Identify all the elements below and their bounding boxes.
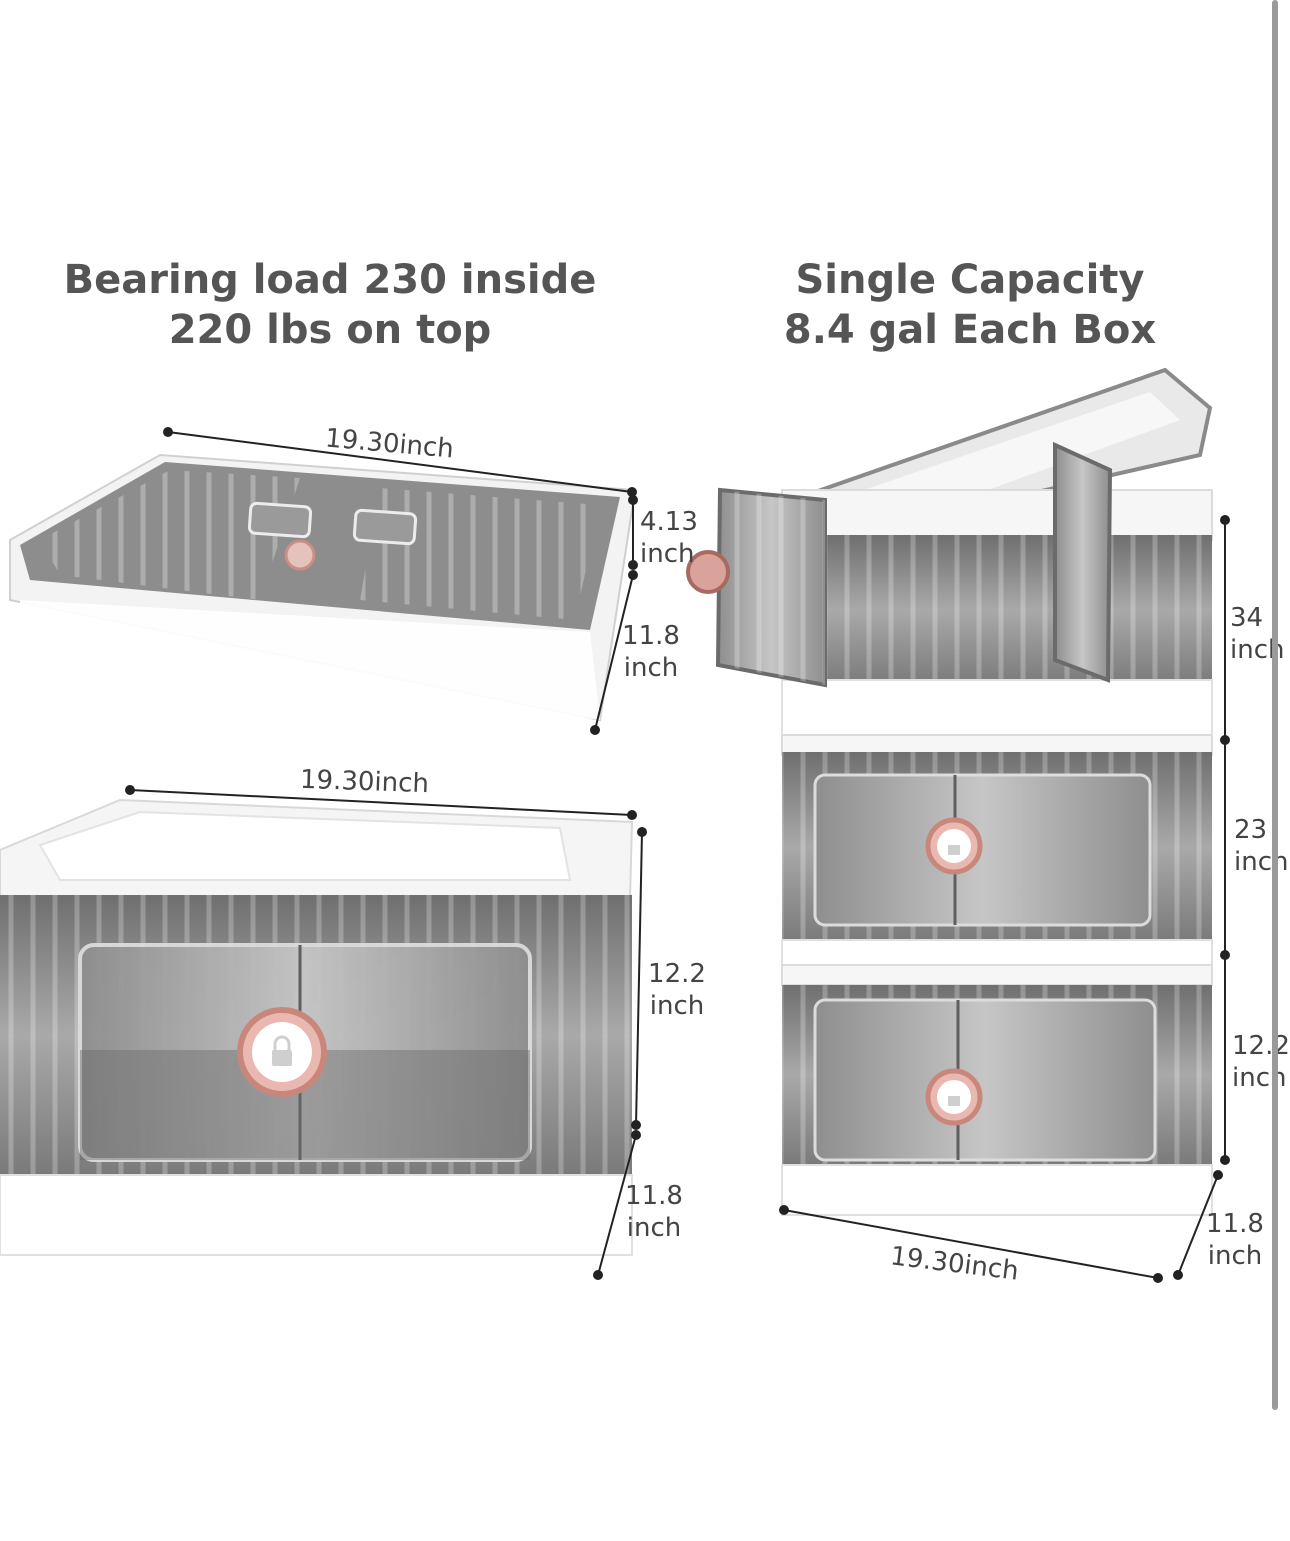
folded-height-label: 4.13 inch: [640, 506, 698, 570]
folded-box: [9, 453, 637, 722]
load-headline-line2: 220 lbs on top: [168, 307, 492, 353]
stacked-boxes: [686, 367, 1213, 1216]
single-dimension-lines: [125, 785, 647, 1280]
folded-depth-unit: inch: [623, 653, 679, 683]
vertical-scrollbar[interactable]: [1272, 0, 1278, 1410]
stack-one-label: 12.2 inch: [1232, 1030, 1290, 1094]
folded-dimension-lines: [163, 427, 638, 735]
lock-icon: [925, 1068, 983, 1126]
capacity-headline-line2: 8.4 gal Each Box: [783, 307, 1157, 353]
stack-two-label: 23 inch: [1234, 814, 1289, 878]
box-depth-value: 11.8: [625, 1181, 683, 1211]
stack-dimension-lines: [779, 515, 1230, 1283]
load-headline-line1: Bearing load 230 inside: [63, 257, 597, 303]
stack-total-value: 34: [1230, 603, 1264, 633]
folded-depth-label: 11.8 inch: [622, 620, 680, 684]
stack-two-unit: inch: [1234, 847, 1289, 877]
box-height-label: 12.2 inch: [648, 958, 706, 1022]
stack-depth-label: 11.8 inch: [1206, 1208, 1264, 1272]
folded-height-unit: inch: [640, 539, 695, 569]
stack-total-label: 34 inch: [1230, 602, 1285, 666]
capacity-headline-line1: Single Capacity: [795, 257, 1145, 303]
box-depth-unit: inch: [626, 1213, 682, 1243]
folded-depth-value: 11.8: [622, 621, 680, 651]
lock-icon: [237, 1007, 327, 1097]
capacity-headline: Single Capacity 8.4 gal Each Box: [760, 255, 1180, 355]
stack-two-value: 23: [1234, 815, 1268, 845]
stack-depth-unit: inch: [1207, 1241, 1263, 1271]
single-box: [0, 798, 634, 1256]
load-headline: Bearing load 230 inside 220 lbs on top: [40, 255, 620, 355]
stack-total-unit: inch: [1230, 635, 1285, 665]
box-depth-label: 11.8 inch: [625, 1180, 683, 1244]
stack-one-value: 12.2: [1232, 1031, 1290, 1061]
stack-depth-value: 11.8: [1206, 1209, 1264, 1239]
lock-icon: [925, 817, 983, 875]
stack-one-unit: inch: [1232, 1063, 1287, 1093]
box-height-unit: inch: [649, 991, 705, 1021]
box-width-label: 19.30inch: [299, 764, 430, 800]
folded-height-value: 4.13: [640, 507, 698, 537]
box-height-value: 12.2: [648, 959, 706, 989]
